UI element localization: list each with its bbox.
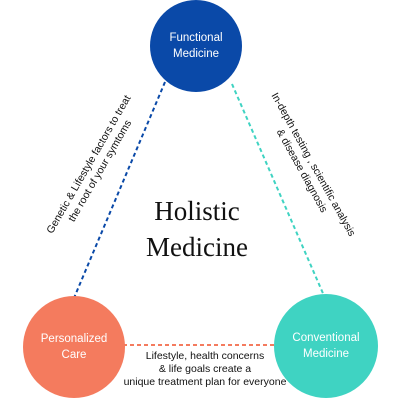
edge-bottom-label: Lifestyle, health concerns & life goals … <box>110 350 300 389</box>
edge-bottom-label-line2: & life goals create a <box>158 363 252 375</box>
node-personalized-care: Personalized Care <box>23 296 125 398</box>
node-personalized-care-line2: Care <box>61 349 87 361</box>
edge-bottom-label-line1: Lifestyle, health concerns <box>145 350 265 362</box>
node-functional-medicine-line1: Functional <box>169 32 223 44</box>
node-personalized-care-line1: Personalized <box>40 333 108 345</box>
node-functional-medicine: Functional Medicine <box>150 0 242 92</box>
edge-bottom-label-line3: unique treatment plan for everyone <box>123 376 287 388</box>
node-conventional-medicine-line2: Medicine <box>302 348 350 360</box>
center-title-line1: Holistic <box>154 196 240 226</box>
center-title: Holistic Medicine <box>122 193 272 265</box>
node-conventional-medicine-line1: Conventional <box>292 332 360 344</box>
node-conventional-medicine: Conventional Medicine <box>274 294 378 398</box>
edge-functional-conventional <box>231 83 326 299</box>
center-title-line2: Medicine <box>146 232 248 262</box>
node-functional-medicine-line2: Medicine <box>172 48 220 60</box>
